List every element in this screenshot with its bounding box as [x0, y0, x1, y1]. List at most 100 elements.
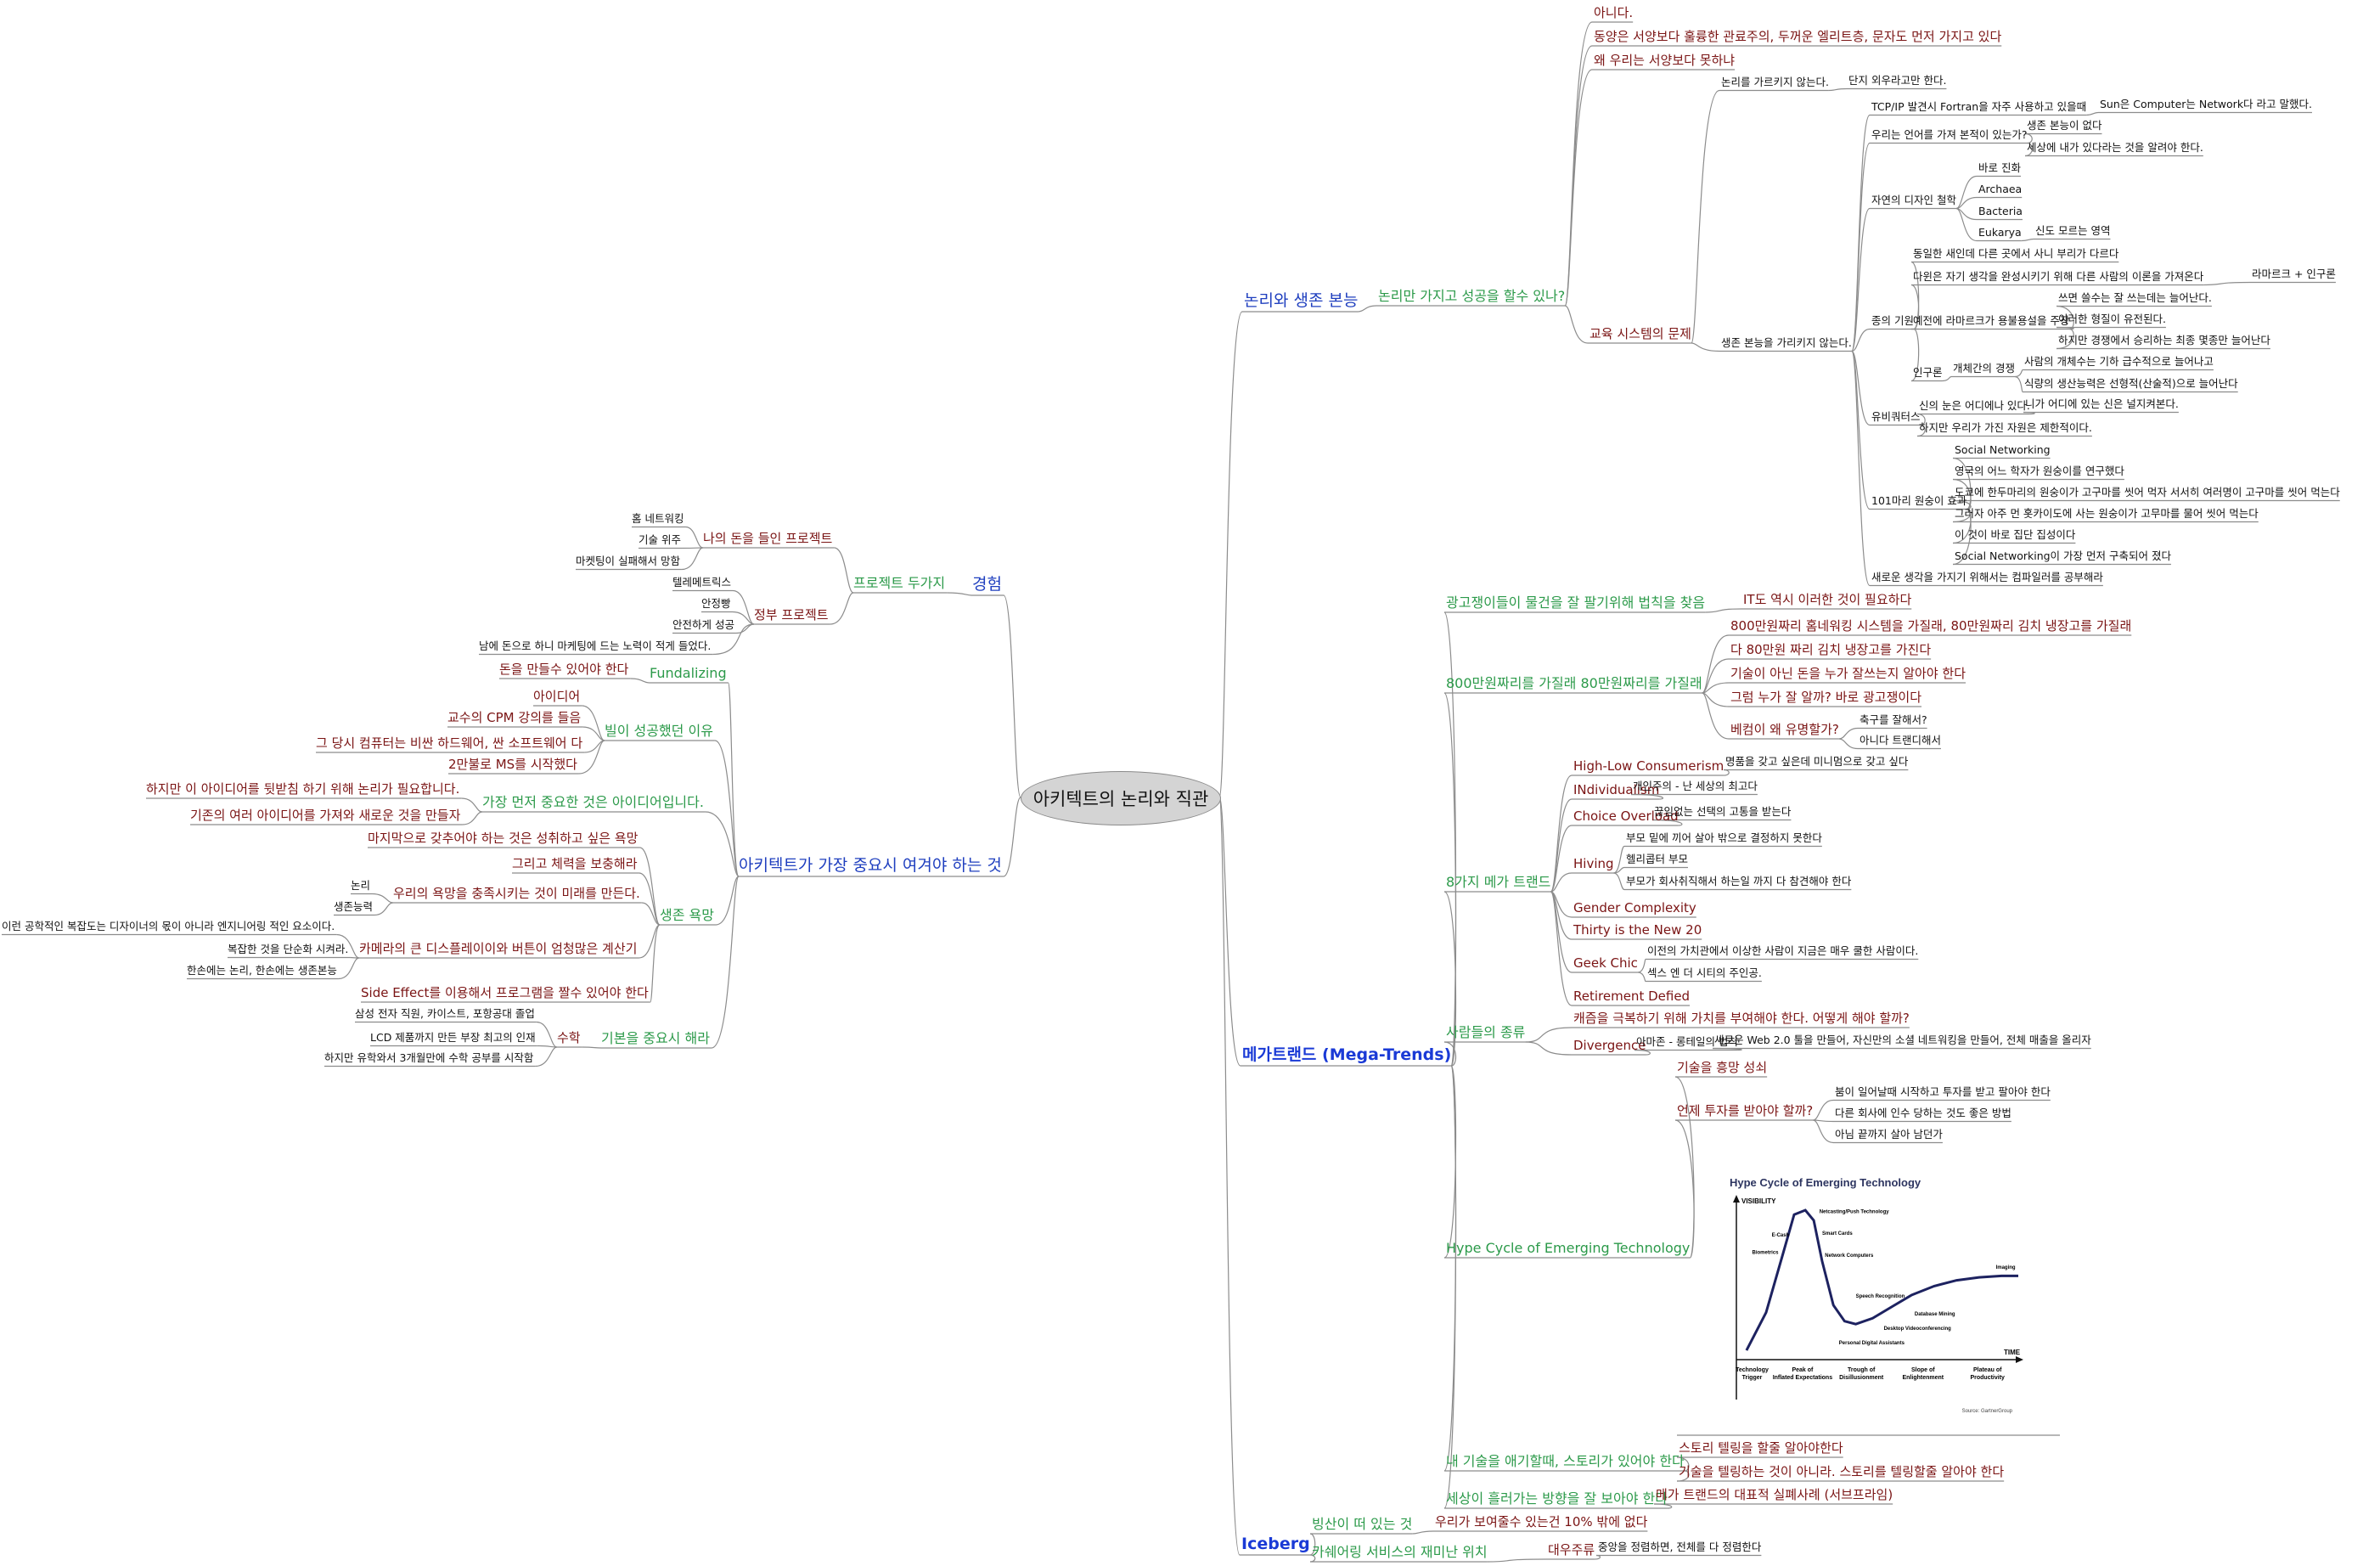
topic-node-m3b[interactable]: INdividualism	[1573, 782, 1660, 797]
topic-node-b4d[interactable]: 인구론	[1913, 366, 1943, 379]
topic-node-e1b4[interactable]: 남에 돈으로 하니 마케팅에 드는 노력이 적게 들었다.	[479, 639, 712, 652]
topic-node-m2c[interactable]: 기술이 아닌 돈을 누가 잘쓰는지 알아야 한다	[1730, 666, 1966, 681]
topic-node-a[interactable]: 아키텍트가 가장 중요시 여겨야 하는 것	[739, 856, 1002, 875]
topic-node-b3b[interactable]: Archaea	[1978, 183, 2023, 195]
topic-node-n1a3[interactable]: 왜 우리는 서양보다 못하냐	[1594, 53, 1736, 68]
topic-node-a4e[interactable]: Side Effect를 이용해서 프로그램을 짤수 있어야 한다	[361, 985, 649, 1000]
topic-node-n1a4[interactable]: 교육 시스템의 문제	[1589, 326, 1691, 341]
topic-node-b1a[interactable]: Sun은 Computer는 Network다 라고 말했다.	[2100, 98, 2312, 110]
topic-node-a2b[interactable]: 교수의 CPM 강의를 들음	[447, 710, 582, 725]
topic-node-m6[interactable]: 내 기술을 애기할때, 스토리가 있어야 한다	[1446, 1453, 1685, 1469]
topic-node-e[interactable]: 경험	[972, 575, 1002, 594]
topic-node-b6e[interactable]: 이 것이 바로 집단 집성이다	[1955, 528, 2076, 541]
topic-node-m4b1a[interactable]: 새로운 Web 2.0 툴을 만들어, 자신만의 소셜 네트워킹을 만들어, 전…	[1714, 1034, 2091, 1046]
topic-node-a4d1[interactable]: 이런 공학적인 복잡도는 디자이너의 몫이 아니라 엔지니어링 적인 요소이다.	[2, 920, 335, 932]
topic-node-i2a1[interactable]: 중앙을 정렴하면, 전체를 다 정렴한다	[1598, 1541, 1762, 1553]
topic-node-m4b1[interactable]: 아마존 - 롱테일의 법칙	[1636, 1035, 1738, 1048]
topic-node-a4d[interactable]: 카메라의 큰 디스플레이이와 버튼이 엄청많은 계산기	[359, 941, 638, 956]
topic-node-a3b[interactable]: 기존의 여러 아이디어를 가져와 새로운 것을 만들자	[190, 808, 461, 823]
topic-node-m3d1[interactable]: 부모 밑에 끼어 살아 밖으로 결정하지 못한다	[1626, 831, 1822, 844]
topic-node-b4d1[interactable]: 개체간의 경쟁	[1953, 362, 2015, 375]
topic-node-a4b[interactable]: 그리고 체력을 보충해라	[512, 856, 638, 871]
topic-node-b6[interactable]: 101마리 원숭이 효과	[1871, 494, 1967, 507]
topic-node-a5a3[interactable]: 하지만 유학와서 3개월만에 수학 공부를 시작함	[324, 1051, 534, 1064]
topic-node-i[interactable]: Iceberg	[1241, 1535, 1310, 1553]
topic-node-m3d[interactable]: Hiving	[1573, 856, 1614, 871]
topic-node-a5a2[interactable]: LCD 제품까지 만든 부장 최고의 인재	[370, 1031, 536, 1044]
topic-node-m[interactable]: 메가트랜드 (Mega-Trends)	[1242, 1045, 1452, 1064]
topic-node-b4c1[interactable]: 쓰면 쓸수는 잘 쓰는데는 늘어난다.	[2058, 291, 2212, 304]
topic-node-a2a[interactable]: 아이디어	[533, 689, 581, 704]
topic-node-b6f[interactable]: Social Networking이 가장 먼저 구축되어 졌다	[1955, 549, 2171, 562]
topic-node-a1[interactable]: Fundalizing	[650, 665, 727, 681]
topic-node-m7a[interactable]: 메가 트랜드의 대표적 실폐사례 (서브프라임)	[1656, 1487, 1893, 1502]
topic-node-m3a1[interactable]: 명품을 갖고 싶은데 미니멈으로 갖고 싶다	[1725, 755, 1909, 768]
topic-node-m7[interactable]: 세상이 흘러가는 방향을 잘 보아야 한다	[1446, 1490, 1668, 1507]
topic-node-b5b[interactable]: 하지만 우리가 가진 자원은 제한적이다.	[1919, 421, 2092, 434]
topic-node-a5a1[interactable]: 삼성 전자 직원, 카이스트, 포항공대 졸업	[355, 1007, 535, 1020]
topic-node-m3g[interactable]: Geek Chic	[1573, 955, 1638, 971]
topic-node-e1b1[interactable]: 텔레메트릭스	[672, 576, 732, 589]
topic-node-m6b[interactable]: 기술을 텔링하는 것이 아니라. 스토리를 텔링할줄 알아야 한다	[1679, 1464, 2005, 1479]
topic-node-a4c1[interactable]: 논리	[351, 879, 371, 892]
topic-node-m3d3[interactable]: 부모가 회사취직해서 하는일 까지 다 참견해야 한다	[1626, 875, 1852, 887]
topic-node-m3f[interactable]: Thirty is the New 20	[1573, 922, 1702, 938]
topic-node-a4d2[interactable]: 복잡한 것을 단순화 시켜라.	[228, 943, 349, 955]
topic-node-m3c[interactable]: Choice Overload	[1573, 808, 1679, 824]
topic-node-b3c[interactable]: Bacteria	[1978, 205, 2023, 217]
topic-node-b6b[interactable]: 영국의 어느 학자가 원숭이를 연구했다	[1955, 465, 2124, 477]
topic-node-b5a1[interactable]: 니가 어디에 있는 신은 널지켜본다.	[2025, 397, 2179, 410]
topic-node-b4d1b[interactable]: 식량의 생산능력은 선형적(산술적)으로 늘어난다	[2024, 377, 2238, 390]
topic-node-e1a2[interactable]: 기술 위주	[639, 533, 681, 546]
topic-node-n1a1[interactable]: 아니다.	[1594, 5, 1634, 20]
topic-node-m2d[interactable]: 그럼 누가 잘 알까? 바로 광고쟁이다	[1730, 690, 1922, 705]
topic-node-a4[interactable]: 생존 욕망	[660, 907, 714, 923]
topic-node-e1b3[interactable]: 안전하게 성공	[672, 618, 734, 631]
topic-node-m2e[interactable]: 베컴이 왜 유명할가?	[1730, 722, 1839, 737]
topic-node-b4b[interactable]: 다윈은 자기 생각을 완성시키기 위해 다른 사람의 이론을 가져온다	[1913, 270, 2204, 283]
topic-node-m3c1[interactable]: 끊임없는 선택의 고통을 받는다	[1654, 805, 1792, 818]
topic-node-m5b[interactable]: 언제 투자를 받아야 할까?	[1677, 1103, 1814, 1118]
topic-node-e1b2[interactable]: 안정빵	[701, 597, 731, 610]
topic-node-a5a[interactable]: 수학	[557, 1030, 581, 1045]
topic-node-b4a[interactable]: 동일한 새인데 다른 곳에서 사니 부리가 다르다	[1913, 247, 2119, 260]
topic-node-i2a[interactable]: 대우주류	[1548, 1542, 1595, 1558]
root-node[interactable]: 아키텍트의 논리와 직관	[1021, 771, 1221, 825]
topic-node-n1a[interactable]: 논리만 가지고 성공을 할수 있나?	[1378, 288, 1566, 304]
topic-node-b3[interactable]: 자연의 디자인 철학	[1871, 194, 1956, 206]
topic-node-a5[interactable]: 기본을 중요시 해라	[601, 1030, 710, 1046]
topic-node-e1b[interactable]: 정부 프로젝트	[754, 607, 829, 622]
topic-node-b2[interactable]: 우리는 언어를 가져 본적이 있는가?	[1871, 128, 2028, 141]
topic-node-b5a[interactable]: 신의 눈은 어디에나 있다.	[1919, 399, 2030, 412]
topic-node-n1a4b[interactable]: 생존 본능을 가리키지 않는다.	[1721, 336, 1852, 349]
topic-node-b3a[interactable]: 바로 진화	[1978, 161, 2021, 174]
topic-node-m6a[interactable]: 스토리 텔링을 할줄 알아야한다	[1679, 1440, 1843, 1456]
topic-node-a1a[interactable]: 돈을 만들수 있어야 한다	[499, 662, 629, 677]
topic-node-m4a[interactable]: 캐즘을 극복하기 위해 가치를 부여해야 한다. 어떻게 해야 할까?	[1573, 1011, 1910, 1026]
topic-node-i1[interactable]: 빙산이 떠 있는 것	[1312, 1516, 1413, 1532]
topic-node-n1a2[interactable]: 동양은 서양보다 훌륭한 관료주의, 두꺼운 엘리트층, 문자도 먼저 가지고 …	[1594, 29, 2002, 44]
topic-node-m3h[interactable]: Retirement Defied	[1573, 989, 1691, 1004]
topic-node-m4[interactable]: 사람들의 종류	[1446, 1024, 1526, 1040]
topic-node-m2b[interactable]: 다 80만원 짜리 김치 냉장고를 가진다	[1730, 642, 1932, 657]
topic-node-n1a4a[interactable]: 논리를 가르키지 않는다.	[1721, 76, 1829, 88]
topic-node-m3d2[interactable]: 헬리콥터 부모	[1626, 853, 1688, 865]
topic-node-a2c[interactable]: 그 당시 컴퓨터는 비싼 하드웨어, 싼 소프트웨어 다	[316, 735, 583, 751]
topic-node-m3b1[interactable]: 개인주의 - 난 세상의 최고다	[1633, 780, 1758, 792]
topic-node-m5[interactable]: Hype Cycle of Emerging Technology	[1446, 1240, 1691, 1256]
topic-node-b4c2[interactable]: 이러한 형질이 유전된다.	[2058, 313, 2166, 325]
topic-node-i2[interactable]: 카쉐어링 서비스의 재미난 위치	[1312, 1544, 1488, 1560]
topic-node-m5b2[interactable]: 다른 회사에 인수 당하는 것도 좋은 방법	[1835, 1107, 2011, 1119]
topic-node-b6d[interactable]: 그러자 아주 먼 홋카이도에 사는 원숭이가 고무마를 물어 씻어 먹는다	[1955, 507, 2259, 520]
topic-node-m2e1[interactable]: 축구를 잘해서?	[1860, 713, 1927, 726]
topic-node-e1[interactable]: 프로젝트 두가지	[853, 575, 946, 591]
topic-node-b6c[interactable]: 도쿄에 한두마리의 원숭이가 고구마를 씻어 먹자 서서히 여러명이 고구마를 …	[1955, 486, 2340, 499]
topic-node-m3[interactable]: 8가지 메가 트랜드	[1446, 874, 1551, 890]
topic-node-m3g1[interactable]: 이전의 가치관에서 이상한 사람이 지금은 매우 쿨한 사람이다.	[1647, 944, 1919, 957]
topic-node-b4d1a[interactable]: 사람의 개체수는 기하 급수적으로 늘어나고	[2024, 355, 2214, 368]
topic-node-a2[interactable]: 빌이 성공했던 이유	[605, 723, 713, 739]
topic-node-e1a[interactable]: 나의 돈을 들인 프로젝트	[703, 531, 833, 546]
topic-node-b2a[interactable]: 생존 본능이 없다	[2027, 119, 2102, 132]
topic-node-b5[interactable]: 유비쿼터스	[1871, 410, 1921, 423]
topic-node-m5b3[interactable]: 아님 끝까지 살아 남던가	[1835, 1128, 1943, 1141]
